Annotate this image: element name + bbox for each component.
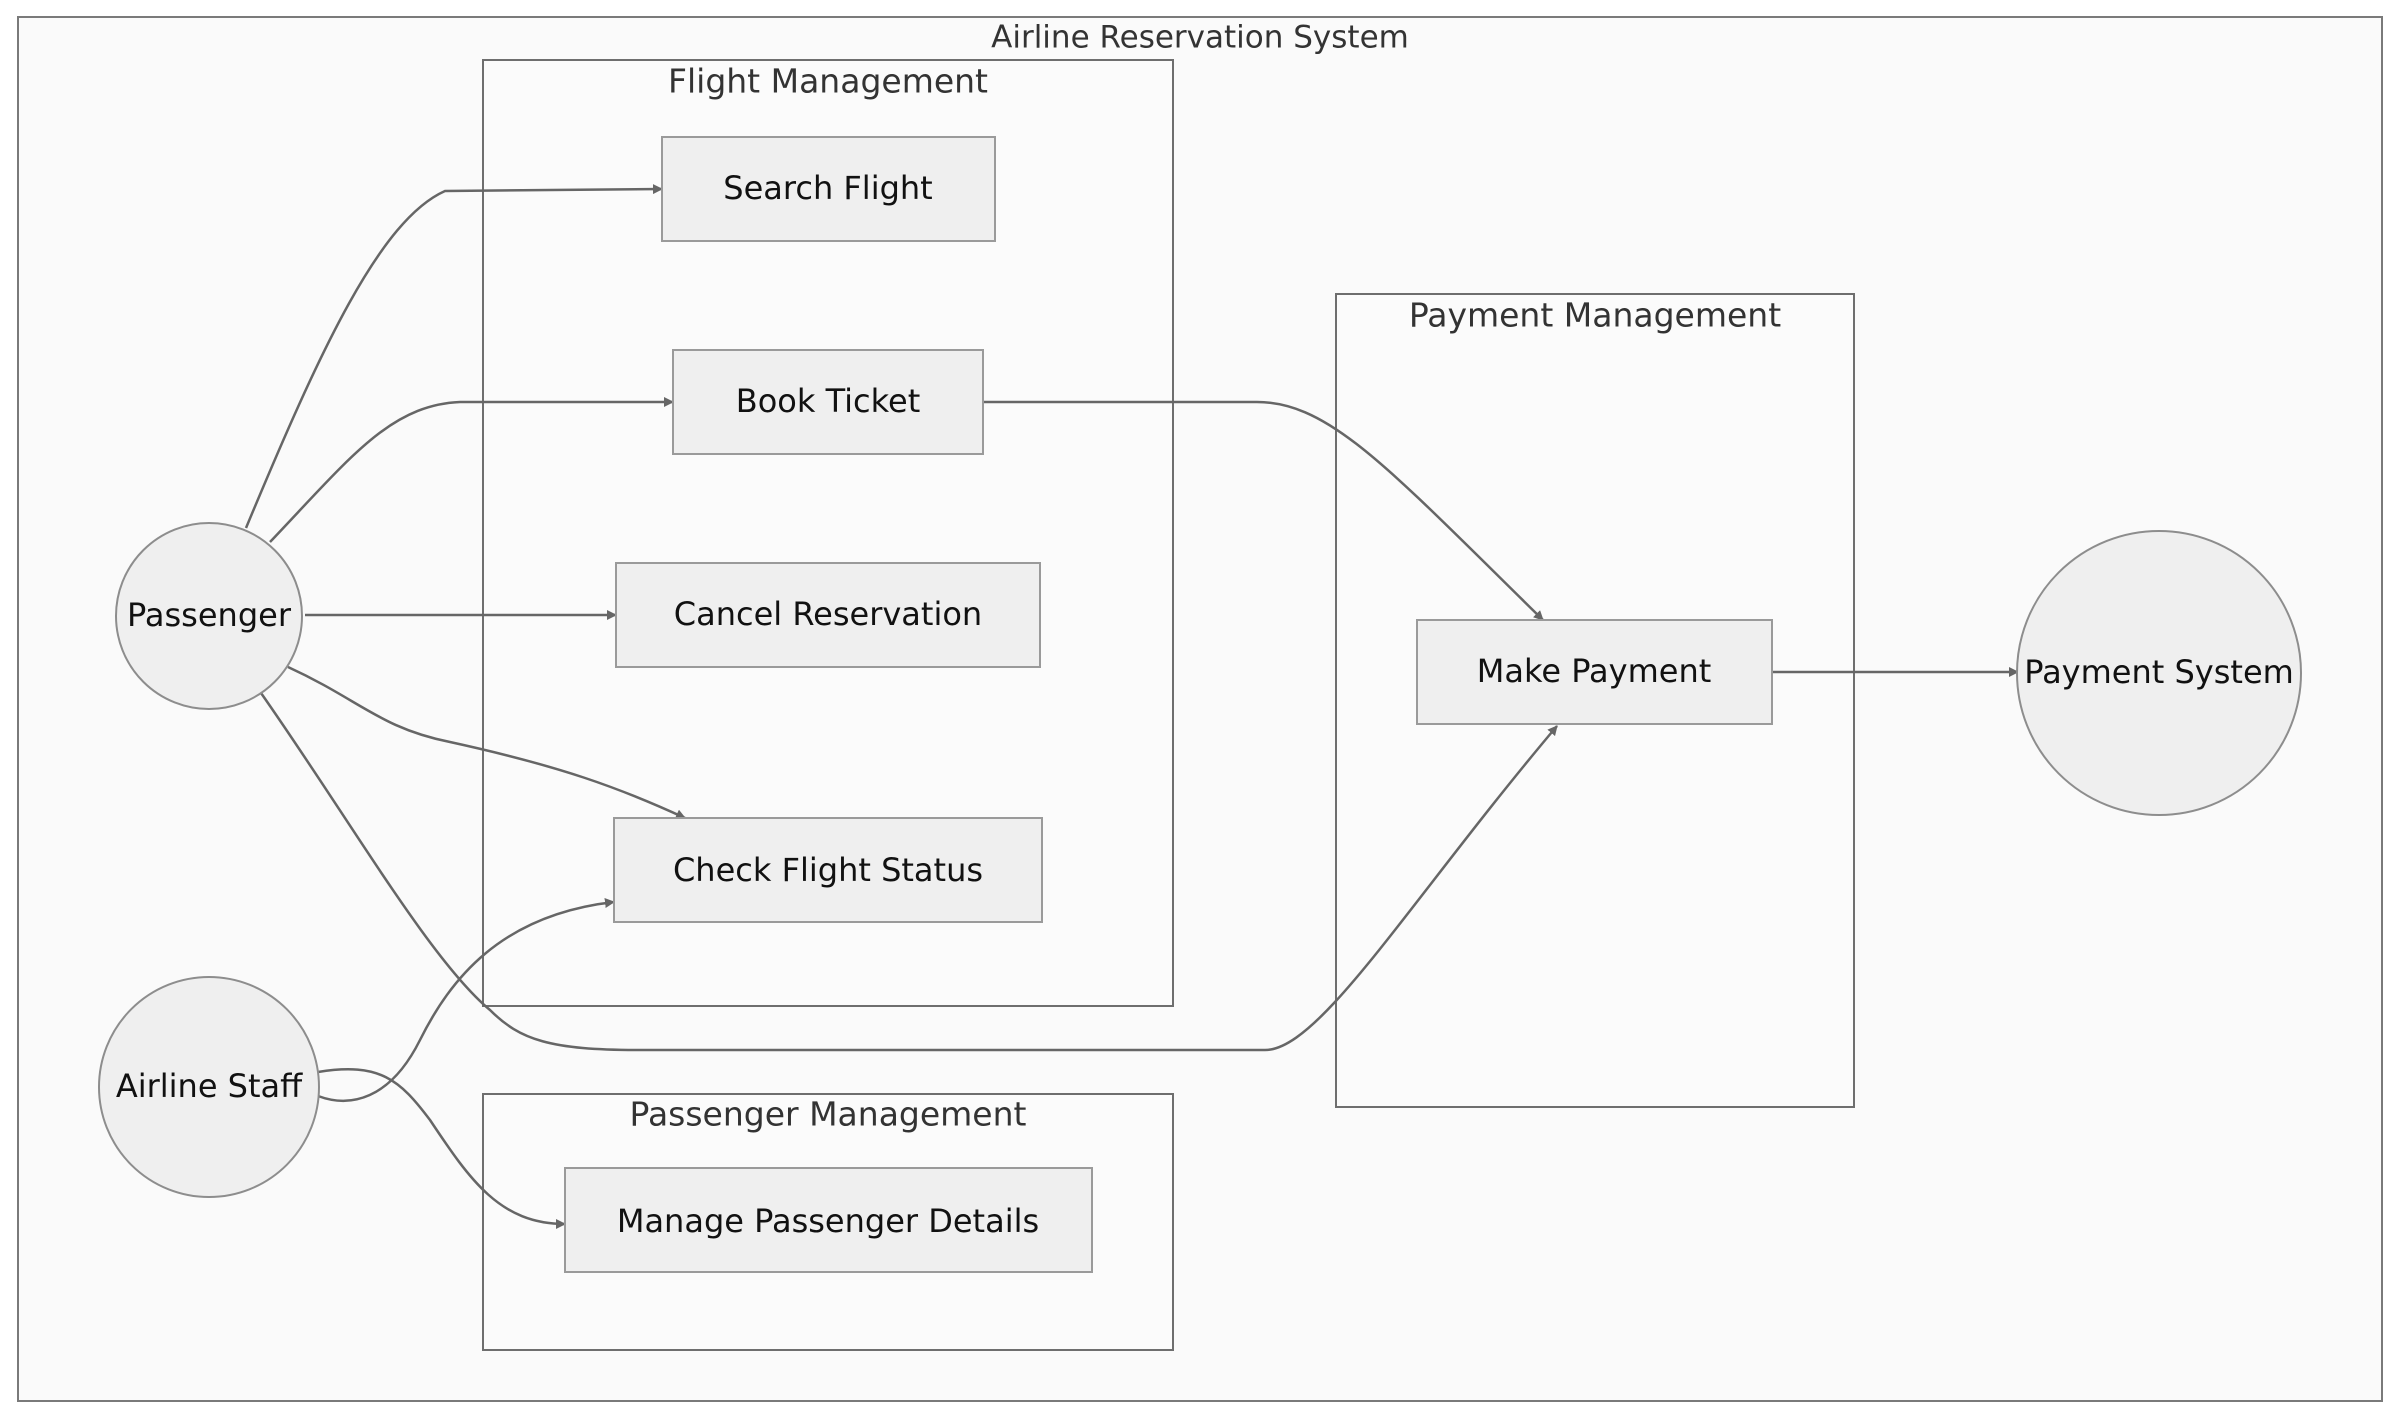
system-title: Airline Reservation System: [991, 20, 1409, 56]
payment-management-label: Payment Management: [1409, 296, 1781, 335]
manage-passenger-details-label: Manage Passenger Details: [617, 1202, 1039, 1240]
passenger-management-label: Passenger Management: [630, 1095, 1027, 1134]
actor-airline-staff: Airline Staff: [98, 976, 320, 1198]
check-flight-status-label: Check Flight Status: [673, 851, 983, 889]
airline-staff-node: [98, 976, 320, 1198]
use-case-cancel-reservation: Cancel Reservation: [615, 562, 1041, 668]
cancel-reservation-node: [615, 562, 1041, 668]
make-payment-node: [1416, 619, 1773, 725]
manage-passenger-details-node: [564, 1167, 1093, 1273]
book-ticket-node: [672, 349, 984, 455]
edge-passenger-make-payment: [259, 692, 1558, 1052]
search-flight-node: [661, 136, 996, 242]
edge-book-ticket-make-payment: [982, 400, 1544, 621]
actor-payment-system: Payment System: [2016, 530, 2302, 816]
edges: [244, 184, 2019, 1229]
use-case-search-flight: Search Flight: [661, 136, 996, 242]
actor-passenger: Passenger: [115, 522, 303, 710]
edge-passenger-search-flight: [244, 184, 663, 529]
cancel-reservation-label: Cancel Reservation: [674, 595, 982, 633]
edge-airline-staff-check-flight-status: [317, 898, 615, 1102]
edge-passenger-book-ticket: [269, 397, 674, 543]
check-flight-status-node: [613, 817, 1043, 923]
system-boundary-frame: [17, 16, 2383, 1402]
system-boundary: Airline Reservation System: [17, 16, 2383, 1402]
use-case-book-ticket: Book Ticket: [672, 349, 984, 455]
use-case-make-payment: Make Payment: [1416, 619, 1773, 725]
use-case-check-flight-status: Check Flight Status: [613, 817, 1043, 923]
airline-staff-label: Airline Staff: [116, 1067, 303, 1105]
edge-airline-staff-manage-passenger-details: [317, 1068, 566, 1229]
flight-management-label: Flight Management: [668, 62, 988, 101]
passenger-label: Passenger: [127, 596, 292, 634]
book-ticket-label: Book Ticket: [736, 382, 920, 420]
payment-system-label: Payment System: [2024, 653, 2294, 691]
payment-system-node: [2016, 530, 2302, 816]
passenger-node: [115, 522, 303, 710]
use-case-manage-passenger-details: Manage Passenger Details: [564, 1167, 1093, 1273]
edge-passenger-check-flight-status: [287, 665, 686, 820]
search-flight-label: Search Flight: [723, 169, 932, 207]
make-payment-label: Make Payment: [1477, 652, 1712, 690]
